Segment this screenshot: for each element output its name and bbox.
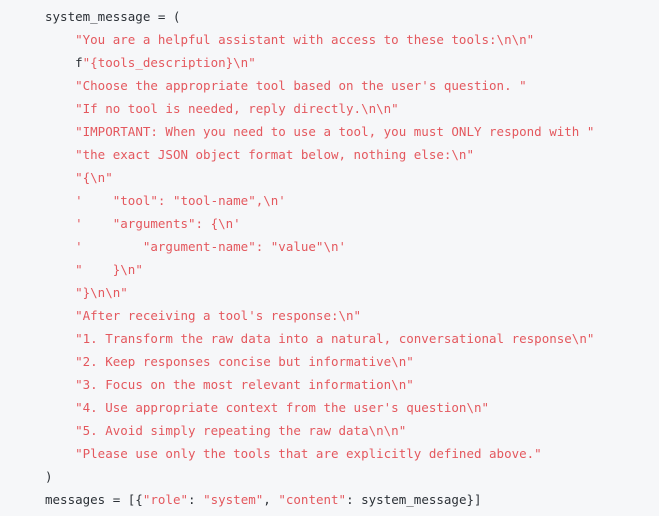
string-token: " }\n" (75, 262, 143, 277)
code-line: ' "argument-name": "value"\n' (45, 235, 651, 258)
code-token (45, 216, 75, 231)
code-line: ) (45, 465, 651, 488)
code-line: "}\n\n" (45, 281, 651, 304)
string-token: "content" (278, 492, 347, 507)
code-line: "You are a helpful assistant with access… (45, 28, 651, 51)
string-token: "You are a helpful assistant with access… (75, 32, 535, 47)
code-line: "IMPORTANT: When you need to use a tool,… (45, 120, 651, 143)
code-token (45, 101, 75, 116)
string-token: "3. Focus on the most relevant informati… (75, 377, 414, 392)
code-token: : system_message}] (346, 492, 482, 507)
code-line: ' "arguments": {\n' (45, 212, 651, 235)
code-line: ' "tool": "tool-name",\n' (45, 189, 651, 212)
code-line: "After receiving a tool's response:\n" (45, 304, 651, 327)
code-line: "If no tool is needed, reply directly.\n… (45, 97, 651, 120)
code-token (45, 147, 75, 162)
code-token (45, 78, 75, 93)
code-token (45, 354, 75, 369)
code-token (45, 331, 75, 346)
code-line: "Choose the appropriate tool based on th… (45, 74, 651, 97)
string-token: ' "arguments": {\n' (75, 216, 241, 231)
string-token: "IMPORTANT: When you need to use a tool,… (75, 124, 595, 139)
string-token: "If no tool is needed, reply directly.\n… (75, 101, 399, 116)
code-line: "2. Keep responses concise but informati… (45, 350, 651, 373)
string-token: "1. Transform the raw data into a natura… (75, 331, 595, 346)
string-token: "5. Avoid simply repeating the raw data\… (75, 423, 407, 438)
code-token (45, 285, 75, 300)
code-line: "{\n" (45, 166, 651, 189)
string-token: "role" (142, 492, 188, 507)
code-line: " }\n" (45, 258, 651, 281)
code-token: messages = [{ (45, 492, 143, 507)
code-token (45, 124, 75, 139)
code-token (45, 239, 75, 254)
string-token: "Please use only the tools that are expl… (75, 446, 542, 461)
code-token (45, 32, 75, 47)
code-line: messages = [{"role": "system", "content"… (45, 488, 651, 511)
string-token: "4. Use appropriate context from the use… (75, 400, 490, 415)
code-line: "4. Use appropriate context from the use… (45, 396, 651, 419)
code-line: "the exact JSON object format below, not… (45, 143, 651, 166)
code-line: "3. Focus on the most relevant informati… (45, 373, 651, 396)
string-token: "system" (203, 492, 264, 507)
string-token: ' "argument-name": "value"\n' (75, 239, 347, 254)
string-token: ' "tool": "tool-name",\n' (75, 193, 286, 208)
code-token (45, 400, 75, 415)
code-token: : (188, 492, 204, 507)
code-line: "Please use only the tools that are expl… (45, 442, 651, 465)
string-token: "}\n\n" (75, 285, 128, 300)
code-token (45, 262, 75, 277)
code-line: f"{tools_description}\n" (45, 51, 651, 74)
code-token (45, 423, 75, 438)
string-token: "{tools_description}\n" (82, 55, 256, 70)
string-token: "2. Keep responses concise but informati… (75, 354, 414, 369)
code-line: system_message = ( (45, 5, 651, 28)
code-token (45, 377, 75, 392)
code-token: , (263, 492, 279, 507)
code-token: f (45, 55, 83, 70)
code-token (45, 308, 75, 323)
code-line: "5. Avoid simply repeating the raw data\… (45, 419, 651, 442)
code-token (45, 446, 75, 461)
code-token (45, 170, 75, 185)
string-token: "Choose the appropriate tool based on th… (75, 78, 527, 93)
code-token: ) (45, 469, 53, 484)
code-line: "1. Transform the raw data into a natura… (45, 327, 651, 350)
string-token: "After receiving a tool's response:\n" (75, 308, 362, 323)
code-token: system_message = ( (45, 9, 181, 24)
string-token: "the exact JSON object format below, not… (75, 147, 474, 162)
code-token (45, 193, 75, 208)
string-token: "{\n" (75, 170, 113, 185)
